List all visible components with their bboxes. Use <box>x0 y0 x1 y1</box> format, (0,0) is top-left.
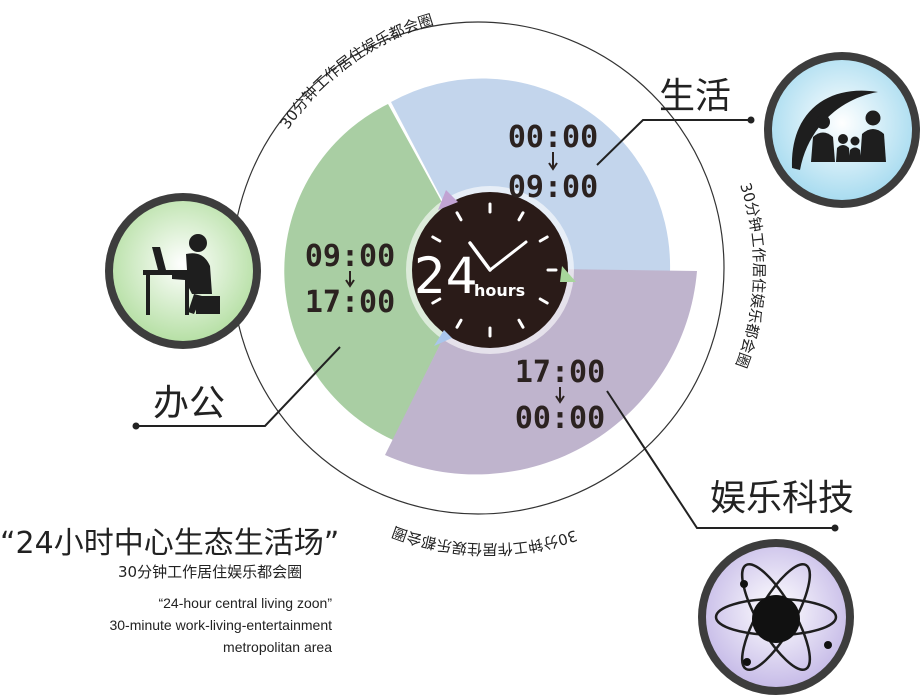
life-connector <box>596 119 750 166</box>
clock-ticks <box>431 202 558 338</box>
clock-unit: hours <box>474 281 525 300</box>
ent-connector <box>606 390 835 529</box>
family-icon <box>764 52 920 208</box>
ring-text-right: 30分钟工作居住娱乐都会圈 <box>732 181 768 371</box>
office-connector <box>136 346 341 427</box>
triangle-marker-bottom <box>434 330 452 346</box>
slogan-subtitle-en-2: metropolitan area <box>223 639 332 655</box>
office-start-time: 09:00 <box>305 239 395 274</box>
clock-tick <box>431 235 442 243</box>
office-connector-dot <box>132 422 140 430</box>
office-worker-icon <box>105 193 261 349</box>
label-office: 办公 <box>153 383 225 424</box>
slogan-title-en: “24-hour central living zoon” <box>158 595 332 611</box>
atom-icon <box>698 539 854 695</box>
slogan-english: “24-hour central living zoon” 30-minute … <box>109 592 332 658</box>
slogan-title-cn: “24小时中心生态生活场” <box>0 526 340 561</box>
clock-tick <box>431 297 442 305</box>
ent-arrow-icon <box>555 387 565 404</box>
clock-hour-hand <box>468 241 492 272</box>
ring-text-bottom: 30分钟工作居住娱乐都会圈 <box>390 523 580 559</box>
ent-connector-dot <box>831 524 839 532</box>
clock-tick <box>517 318 525 329</box>
life-end-time: 09:00 <box>508 170 598 205</box>
ent-start-time: 17:00 <box>515 355 605 390</box>
office-arrow-icon <box>345 271 355 288</box>
clock-tick <box>517 211 525 222</box>
label-entertainment: 娱乐科技 <box>710 478 854 519</box>
clock-minute-hand <box>488 240 528 272</box>
slogan-subtitle-en-1: 30-minute work-living-entertainment <box>109 617 332 633</box>
triangle-marker-right <box>560 266 576 282</box>
life-start-time: 00:00 <box>508 120 598 155</box>
office-end-time: 17:00 <box>305 285 395 320</box>
label-life: 生活 <box>659 76 731 117</box>
clock-tick <box>455 318 463 329</box>
triangle-marker-top <box>438 190 458 210</box>
ent-end-time: 00:00 <box>515 401 605 436</box>
clock-number: 24 <box>414 247 478 305</box>
clock-tick <box>455 211 463 222</box>
life-connector-dot <box>747 116 755 124</box>
clock-tick <box>538 235 549 243</box>
clock-tick <box>538 297 549 305</box>
life-arrow-icon <box>548 152 558 171</box>
slogan-subtitle-cn: 30分钟工作居住娱乐都会圈 <box>118 563 303 581</box>
